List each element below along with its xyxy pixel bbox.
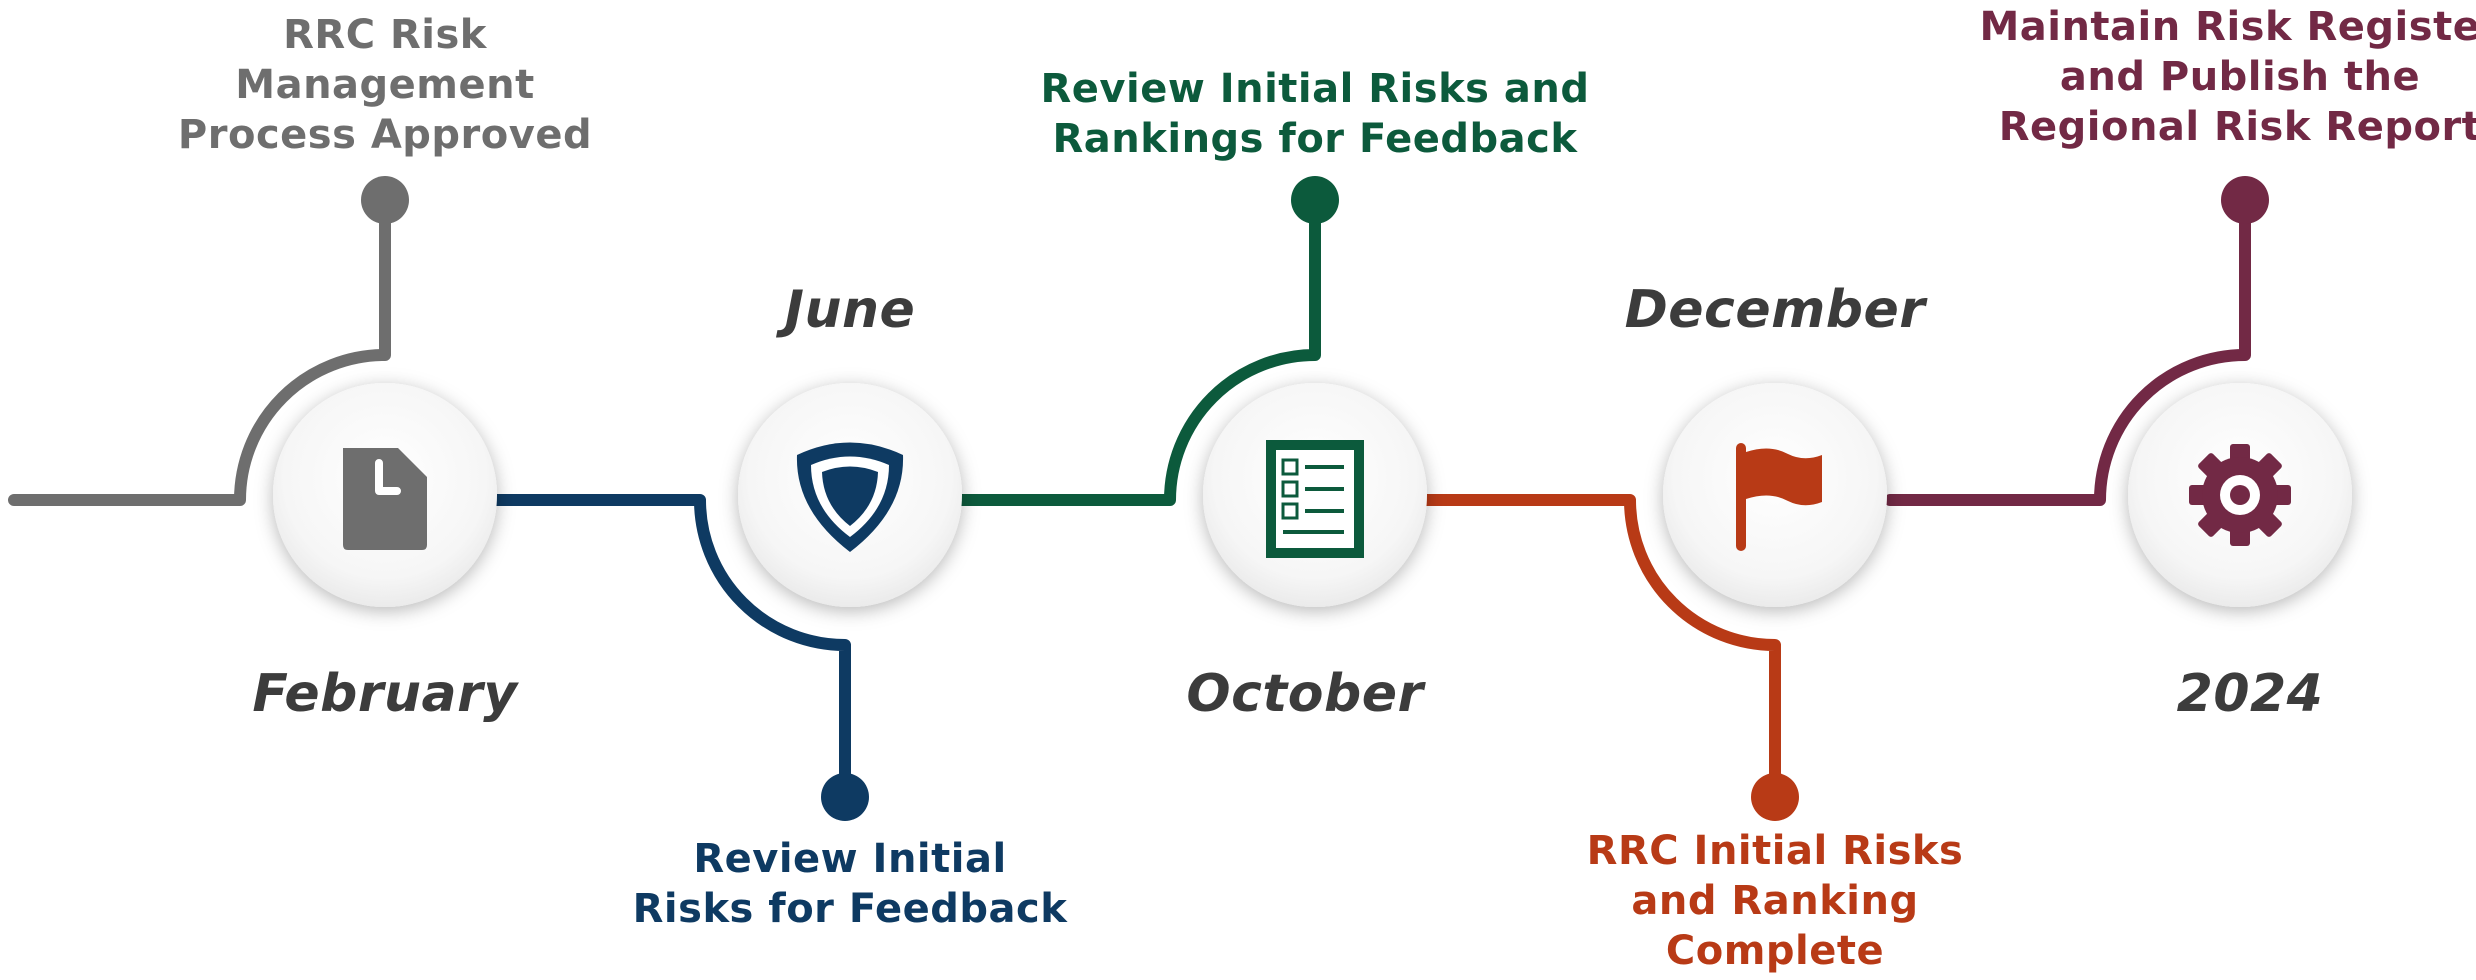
milestone-label-4: RRC Initial Risks and Ranking Complete bbox=[1587, 826, 1964, 976]
connector-gray bbox=[8, 194, 391, 506]
period-december: December bbox=[1624, 280, 1926, 340]
milestone-1-line-1: RRC Risk bbox=[283, 12, 487, 58]
checklist-icon bbox=[1266, 440, 1364, 558]
connector-navy bbox=[464, 494, 851, 801]
flag-icon bbox=[1736, 443, 1822, 551]
period-february: February bbox=[252, 664, 518, 724]
circle-2 bbox=[738, 383, 962, 607]
milestone-5-line-2: and Publish the bbox=[2059, 54, 2421, 100]
period-2024: 2024 bbox=[2176, 664, 2324, 724]
dot-green bbox=[1291, 176, 1339, 224]
milestone-5-line-3: Regional Risk Report bbox=[1998, 104, 2476, 150]
period-october: October bbox=[1186, 664, 1424, 724]
milestone-1-line-2: Management bbox=[235, 62, 535, 108]
milestone-4-line-2: and Ranking bbox=[1631, 878, 1919, 924]
milestone-2-line-1: Review Initial bbox=[693, 836, 1007, 882]
connector-orange bbox=[1419, 494, 1781, 801]
milestone-3-line-1: Review Initial Risks and bbox=[1040, 66, 1590, 112]
milestone-label-3: Review Initial Risks and Rankings for Fe… bbox=[1040, 64, 1589, 164]
circle-5 bbox=[2128, 383, 2352, 607]
milestone-label-5: Maintain Risk Register and Publish the R… bbox=[1979, 2, 2476, 152]
gear-icon bbox=[2189, 444, 2291, 546]
connector-maroon bbox=[1884, 194, 2251, 506]
document-icon bbox=[343, 448, 427, 550]
dot-orange bbox=[1751, 773, 1799, 821]
circle-1 bbox=[273, 383, 497, 607]
milestone-4-line-3: Complete bbox=[1665, 928, 1885, 974]
dot-gray bbox=[361, 176, 409, 224]
circle-4 bbox=[1663, 383, 1887, 607]
milestone-5-line-1: Maintain Risk Register bbox=[1979, 4, 2476, 50]
dot-navy bbox=[821, 773, 869, 821]
milestone-label-1: RRC Risk Management Process Approved bbox=[178, 10, 592, 160]
shield-icon bbox=[796, 442, 904, 552]
milestone-3-line-2: Rankings for Feedback bbox=[1052, 116, 1578, 162]
milestone-2-line-2: Risks for Feedback bbox=[632, 886, 1068, 932]
milestone-4-line-1: RRC Initial Risks bbox=[1586, 828, 1964, 874]
connector-green bbox=[954, 194, 1321, 506]
dot-maroon bbox=[2221, 176, 2269, 224]
period-june: June bbox=[784, 280, 916, 340]
milestone-label-2: Review Initial Risks for Feedback bbox=[633, 834, 1068, 934]
milestone-1-line-3: Process Approved bbox=[177, 112, 593, 158]
circle-3 bbox=[1203, 383, 1427, 607]
